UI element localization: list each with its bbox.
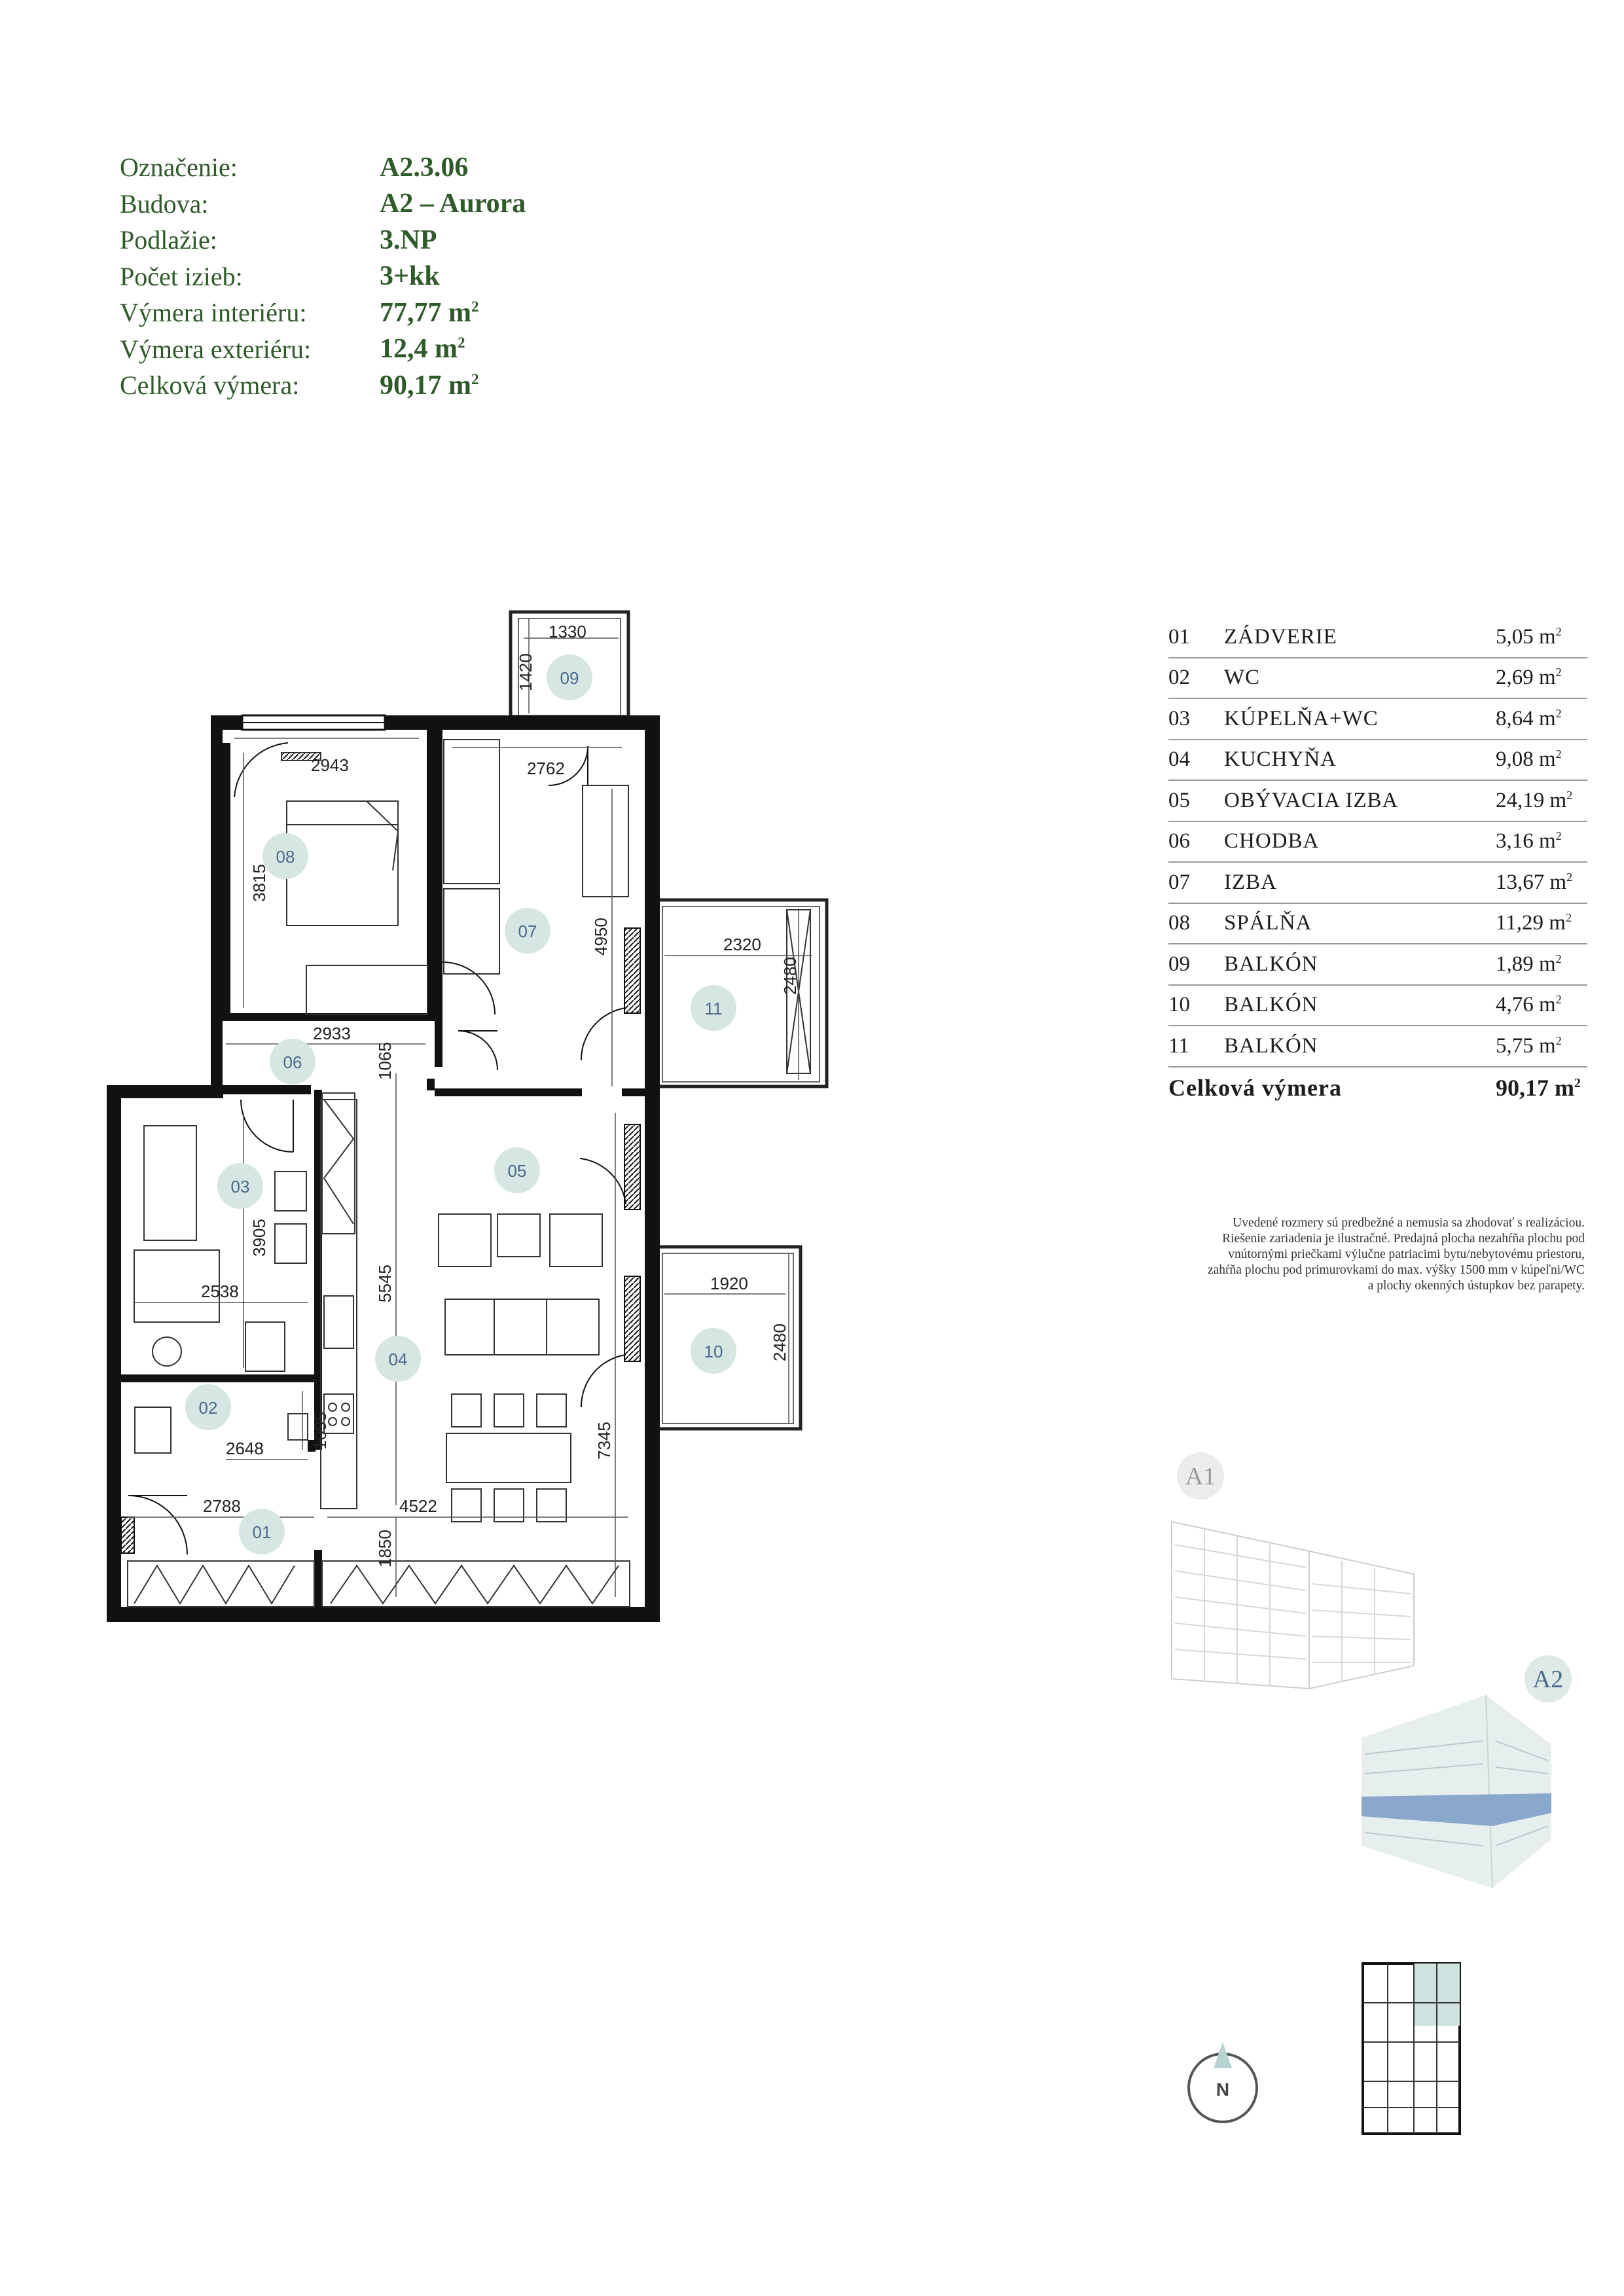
window-bedroom: [241, 714, 386, 731]
apartment-info: Označenie: A2.3.06 Budova: A2 – Aurora P…: [120, 149, 526, 404]
info-value: 3+kk: [380, 261, 440, 292]
building-a1-label: A1: [1185, 1463, 1216, 1490]
compass-icon: [1187, 2042, 1258, 2123]
furniture: [127, 739, 630, 1607]
dimension-label: 2480: [780, 957, 800, 995]
dimension-label: 1095: [310, 1412, 330, 1450]
room-marker-02: 02: [199, 1398, 218, 1418]
info-value: 3.NP: [380, 224, 437, 255]
doors: [128, 742, 626, 1555]
room-marker-11: 11: [705, 999, 723, 1018]
info-row-floor: Podlažie: 3.NP: [120, 222, 526, 259]
dimension-label: 2538: [201, 1282, 239, 1301]
room-marker-07: 07: [518, 922, 537, 941]
info-row-total-area: Celková výmera: 90,17 m2: [120, 367, 526, 404]
info-row-exterior-area: Výmera exteriéru: 12,4 m2: [120, 331, 526, 368]
room-markers: 01 02 03 04 05 06 07 08 09 10 11: [185, 655, 736, 1554]
dimension-lines: [128, 619, 812, 1597]
dimension-label: 7345: [594, 1422, 614, 1460]
building-a1-badge: [1177, 1452, 1224, 1499]
compass-north-label: N: [1216, 2079, 1229, 2100]
hatched-wall: [120, 1516, 135, 1554]
info-label: Označenie:: [120, 152, 238, 183]
dimension-label: 3905: [249, 1219, 269, 1257]
dimension-label: 3815: [249, 864, 269, 902]
dimension-label: 2320: [723, 935, 761, 954]
interior-walls: [121, 730, 645, 1622]
key-plan: [1362, 1962, 1461, 2135]
dimension-label: 4522: [399, 1496, 437, 1516]
dimension-label: 2762: [527, 759, 565, 778]
dimension-label: 5545: [375, 1265, 395, 1302]
room-marker-03: 03: [231, 1177, 250, 1196]
info-value: A2.3.06: [380, 152, 469, 183]
dimension-label: 2943: [311, 755, 349, 775]
dimension-label: 2788: [203, 1496, 241, 1516]
info-value: 12,4 m2: [380, 334, 465, 365]
dimension-label: 4950: [591, 918, 611, 956]
hatched-wall: [624, 1276, 641, 1362]
hatched-wall: [624, 927, 641, 1014]
info-label: Počet izieb:: [120, 261, 243, 291]
info-label: Podlažie:: [120, 225, 217, 255]
room-marker-05: 05: [508, 1161, 527, 1181]
info-row-building: Budova: A2 – Aurora: [120, 186, 526, 223]
room-marker-10: 10: [704, 1342, 723, 1361]
building-a2-badge: [1525, 1655, 1572, 1702]
room-marker-06: 06: [283, 1052, 302, 1072]
dimension-label: 1420: [516, 653, 535, 691]
dimension-label: 2480: [770, 1323, 789, 1361]
room-marker-04: 04: [389, 1350, 408, 1369]
room-marker-08: 08: [276, 847, 295, 867]
room-marker-09: 09: [560, 668, 579, 688]
dimension-labels: 1330 1420 2943 2762 3815 4950 2320 2480 …: [201, 622, 800, 1568]
disclaimer-note: Uvedené rozmery sú predbežné a nemusia s…: [1207, 1216, 1585, 1293]
dimension-label: 1330: [549, 622, 586, 641]
building-a2-illustration: [1362, 1695, 1551, 1889]
building-a1-illustration: [1171, 1520, 1415, 1690]
balcony-11: [656, 898, 829, 1088]
room-marker-01: 01: [253, 1522, 272, 1542]
dimension-label: 2933: [313, 1024, 351, 1043]
hatched-wall: [624, 1124, 641, 1210]
info-label: Celková výmera:: [120, 370, 300, 401]
info-label: Výmera interiéru:: [120, 298, 307, 328]
info-row-designation: Označenie: A2.3.06: [120, 149, 526, 186]
info-label: Budova:: [120, 188, 209, 219]
dimension-label: 1920: [710, 1274, 748, 1293]
building-a2-label: A2: [1533, 1666, 1563, 1693]
exterior-walls: [107, 715, 660, 1622]
dimension-label: 1850: [375, 1530, 395, 1568]
info-label: Výmera exteriéru:: [120, 334, 312, 364]
info-value: 90,17 m2: [380, 370, 479, 401]
info-row-rooms: Počet izieb: 3+kk: [120, 259, 526, 295]
info-value: A2 – Aurora: [380, 188, 526, 219]
info-row-interior-area: Výmera interiéru: 77,77 m2: [120, 295, 526, 331]
dimension-label: 1065: [375, 1042, 395, 1080]
info-value: 77,77 m2: [380, 297, 479, 328]
dimension-label: 2648: [226, 1439, 264, 1458]
